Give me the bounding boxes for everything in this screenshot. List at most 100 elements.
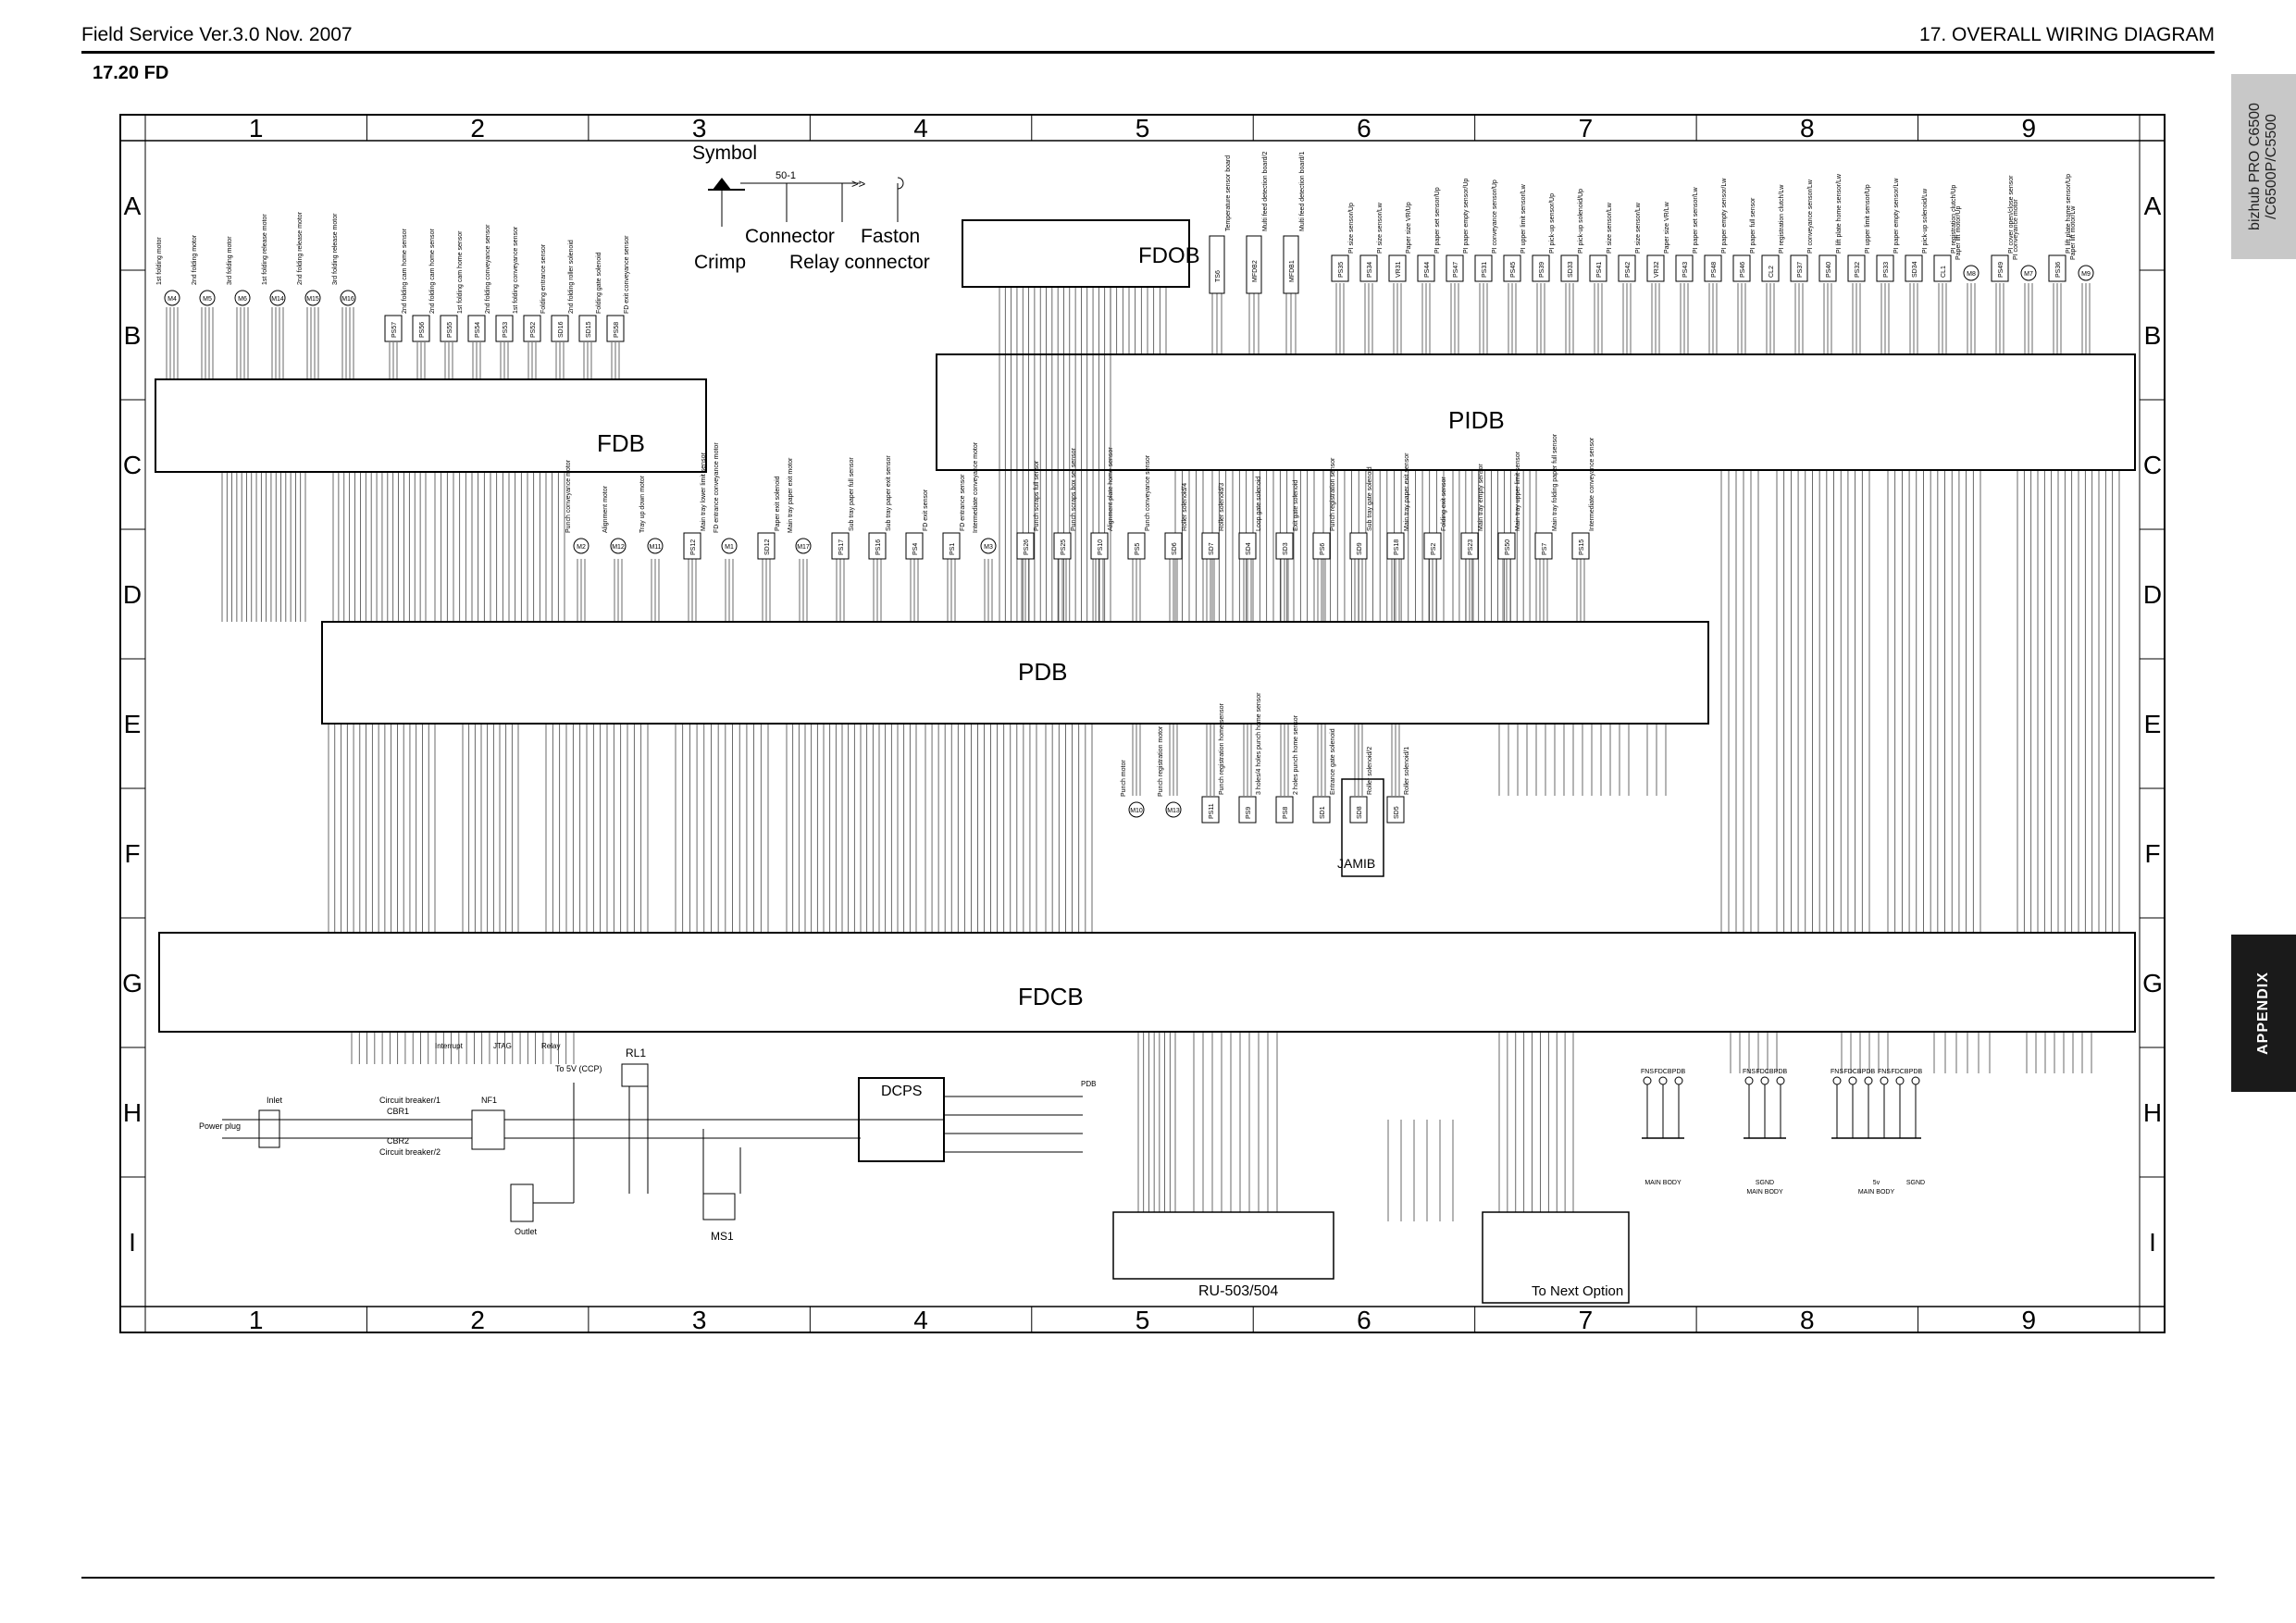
grid-row-right-C: C (2143, 451, 2162, 479)
grid-row-right-F: F (2144, 839, 2160, 868)
grid-col-top-8: 8 (1800, 114, 1815, 142)
grid-col-bottom-6: 6 (1357, 1306, 1371, 1334)
pdb-sensor-sd6-id: SD6 (1172, 542, 1178, 555)
pidb-sensor-ps47-label: PI paper empty sensor/Up (1463, 179, 1470, 254)
pidb-sensor-ps35-label: PI size sensor/Up (1348, 203, 1355, 254)
jtag-label: JTAG (493, 1042, 512, 1050)
pdb-sensor-ps2-id: PS2 (1431, 543, 1437, 555)
pidb-sensor-sd33-label: PI pick-up solenoid/Up (1578, 189, 1584, 254)
pidb-sensor-cl2-id: CL2 (1769, 266, 1775, 278)
pdb-motor-m12-id: M12 (612, 544, 625, 551)
section-number: 17.20 (93, 63, 140, 83)
grid-row-left-D: D (123, 580, 142, 609)
ground-group-2-label-1: FDCB (1756, 1069, 1773, 1075)
pdb-sensor-ps4-label: FD exit sensor (923, 489, 929, 531)
pdb-sensor-ps16-label: Sub tray paper exit sensor (886, 455, 892, 531)
appendix-tab[interactable]: APPENDIX (2231, 935, 2296, 1092)
pidb-sensor-cl1-label: PI registration clutch/Up (1951, 185, 1957, 254)
grid-col-top-1: 1 (249, 114, 264, 142)
ground-group-3-bottom3: SGND (1906, 1180, 1925, 1186)
sensor-ps57-label: 2nd folding cam home sensor (402, 229, 408, 314)
pdb-label: PDB (1018, 658, 1067, 686)
pidb-sensor-ps36-label: PI lift plate home sensor/Up (2066, 174, 2072, 254)
pdb-e-sensor-sd5-label: Roller solenoid/1 (1404, 747, 1410, 795)
sensor-ps57: PS57 2nd folding cam home sensor (384, 229, 408, 342)
sensor-ps56-id: PS56 (419, 322, 426, 338)
pdb-motor-m2-id: M2 (577, 544, 586, 551)
grid-row-left-I: I (129, 1228, 136, 1257)
rl1-symbol (621, 1063, 649, 1087)
pidb-sensor-ps46-id: PS46 (1740, 262, 1746, 278)
ground-group-2-bottom2: MAIN BODY (1746, 1189, 1783, 1196)
cbr1-label: CBR1 (387, 1107, 409, 1116)
pidb-sensor-ps39-id: PS39 (1539, 262, 1545, 278)
header-chapter: 17. OVERALL WIRING DIAGRAM (1919, 24, 2215, 45)
pdb-sensor-ps23-label: Main tray empty sensor (1478, 464, 1484, 531)
pdb-e-motor-m13-id: M13 (1167, 808, 1180, 814)
symbol-title: Symbol (692, 142, 757, 164)
sensor-sd16-id: SD16 (558, 321, 565, 338)
pidb-sensor-ps35-id: PS35 (1338, 262, 1345, 278)
sensor-ps55-label: 1st folding cam home sensor (457, 230, 464, 314)
pdb-sensor-sd3-id: SD3 (1283, 542, 1289, 555)
pdb-motor-m3-id: M3 (984, 544, 993, 551)
pidb-sensor-ps48-id: PS48 (1711, 262, 1718, 278)
grid-row-right-D: D (2143, 580, 2162, 609)
motor-m4-id: M4 (168, 296, 177, 303)
sensor-ps57-id: PS57 (391, 322, 398, 338)
motor-m14-id: M14 (271, 296, 284, 303)
pidb-sensor-cl2-label: PI registration clutch/Lw (1779, 184, 1785, 254)
relay-label: Relay (541, 1042, 560, 1050)
ground-group-1-label-2: PDB (1672, 1069, 1686, 1075)
fdob-unit-mfdb1-id: MFDB1 (1289, 260, 1296, 282)
pdb-motor-m17-label: Main tray paper exit motor (788, 457, 794, 533)
pdb-sensor-ps7-label: Main tray folding paper full sensor (1552, 433, 1558, 531)
grid-col-top-2: 2 (470, 114, 485, 142)
grid-row-left-B: B (124, 321, 142, 350)
pidb-board (936, 353, 2136, 471)
pdb-e-motor-m10-label: Punch motor (1121, 760, 1127, 797)
fdob-unit-mfdb1-label: Multi feed detection board/1 (1299, 152, 1306, 231)
fdb-label: FDB (597, 429, 645, 457)
pdb-e-sensor-sd1-id: SD1 (1320, 806, 1326, 819)
pidb-sensor-ps41-label: PI size sensor/Lw (1607, 202, 1613, 254)
ground-group-3-label-3: FNS (1878, 1069, 1891, 1075)
pdb-sensor-ps18-id: PS18 (1394, 539, 1400, 555)
svg-text:>>: >> (851, 177, 865, 191)
pdb-board (321, 621, 1709, 725)
section-title: 17.20 FD (93, 63, 168, 84)
motor-m5-label: 2nd folding motor (192, 234, 198, 285)
pidb-sensor-ps36-id: PS36 (2055, 262, 2062, 278)
ground-group-3-label-2: PDB (1862, 1069, 1876, 1075)
ground-group-2-label-0: FNS (1743, 1069, 1756, 1075)
rl1-label: RL1 (626, 1047, 646, 1059)
header-title: Field Service Ver.3.0 Nov. 2007 (81, 24, 353, 45)
pdb-motor-m11-label: Tray up down motor (639, 475, 646, 533)
diagram-inner-frame (144, 114, 2141, 1333)
pdb-sensor-ps26-id: PS26 (1024, 539, 1030, 555)
pdb-motor-m1-id: M1 (725, 544, 734, 551)
symbol-legend: Symbol 50-1 >> Connector Faston Crimp Re… (692, 142, 930, 273)
pdb-sensor-ps18-label: Main tray paper exit sensor (1404, 452, 1410, 531)
pdb-sensor-ps12-label: Main tray lower limit sensor (701, 452, 707, 531)
sensor-sd15-label: Folding gate solenoid (596, 252, 602, 314)
grid-col-top-5: 5 (1136, 114, 1150, 142)
pdb-sensor-ps5-id: PS5 (1135, 543, 1141, 555)
